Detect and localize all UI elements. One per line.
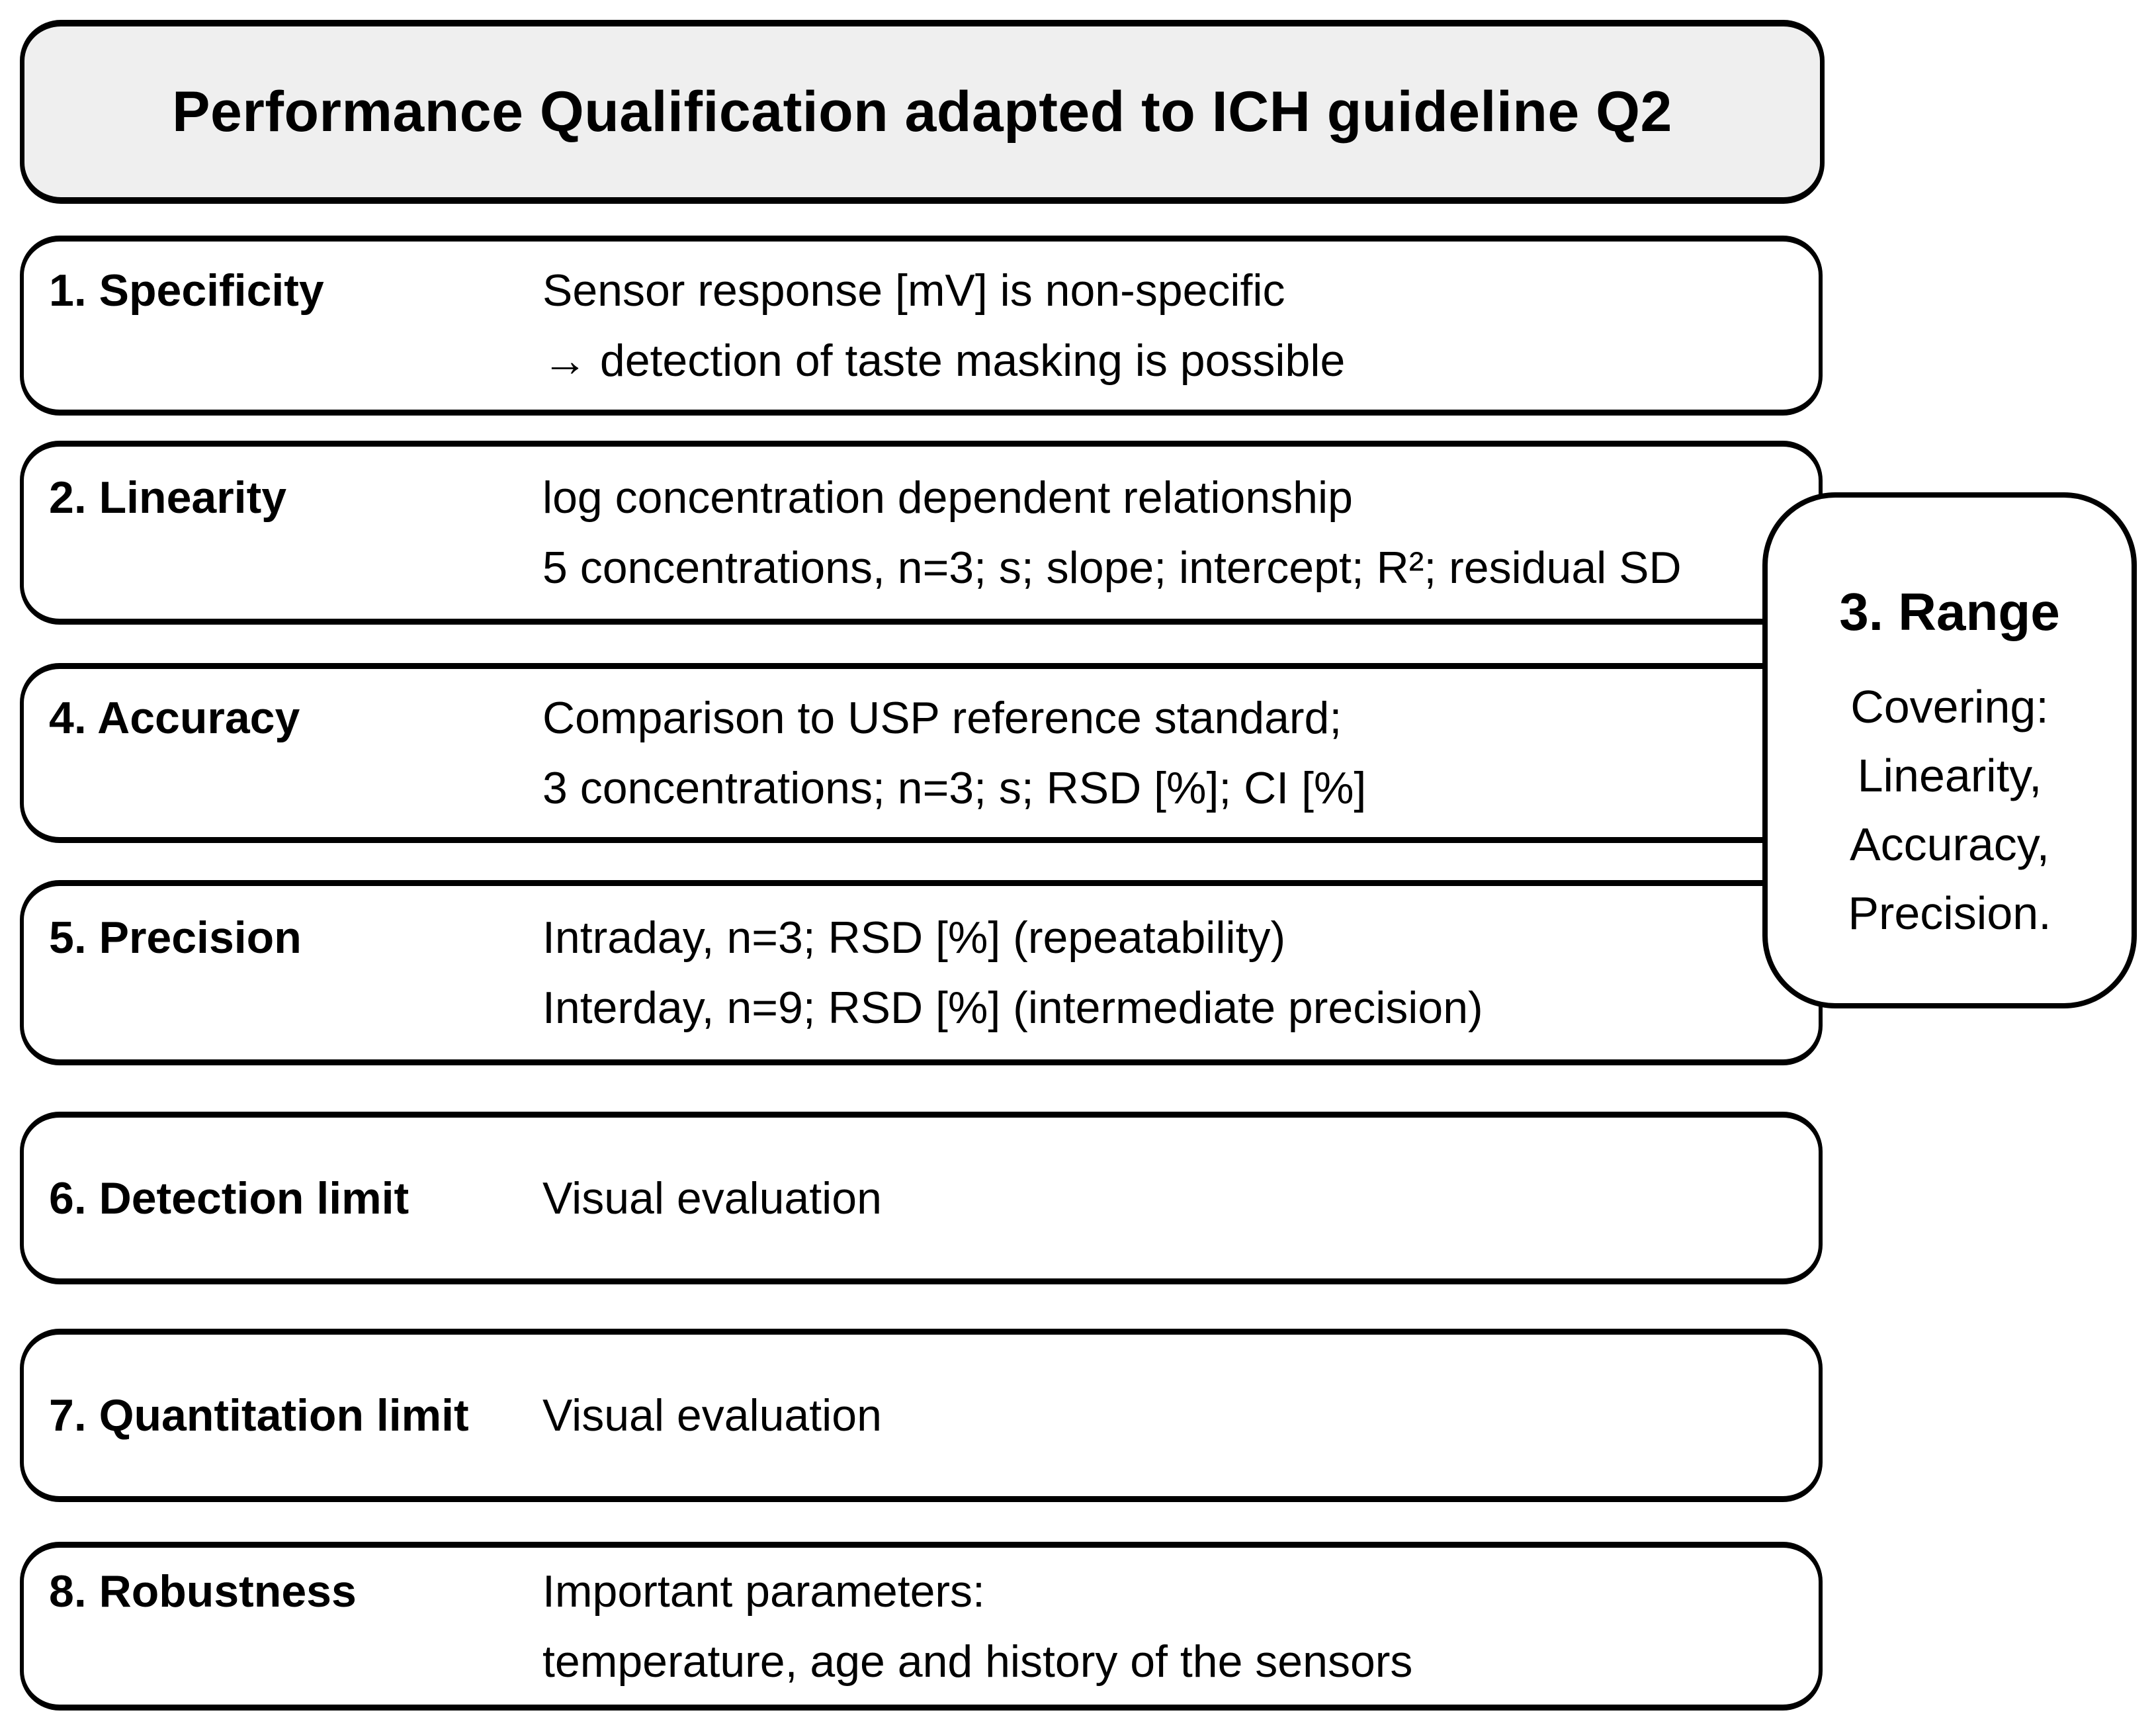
box-content: Important parameters: temperature, age a… <box>542 1556 1412 1697</box>
range-content: Covering: Linearity, Accuracy, Precision… <box>1768 672 2132 948</box>
box-content: log concentration dependent relationship… <box>542 463 1682 603</box>
box-label: 1. Specificity <box>49 265 324 316</box>
box-specificity: 1. Specificity Sensor response [mV] is n… <box>20 236 1823 416</box>
box-line-1: Intraday, n=3; RSD [%] (repeatability) <box>542 912 1286 963</box>
box-line-1: log concentration dependent relationship <box>542 472 1353 523</box>
box-line-1: Visual evaluation <box>542 1390 882 1441</box>
box-label: 2. Linearity <box>49 472 287 523</box>
title-box: Performance Qualification adapted to ICH… <box>20 20 1825 204</box>
box-label: 4. Accuracy <box>49 693 300 743</box>
box-quantitation-limit: 7. Quantitation limit Visual evaluation <box>20 1329 1823 1502</box>
range-line-4: Precision. <box>1848 887 2051 939</box>
box-line-2: 5 concentrations, n=3; s; slope; interce… <box>542 543 1682 593</box>
range-heading: 3. Range <box>1839 582 2060 641</box>
box-line-2: → detection of taste masking is possible <box>542 335 1346 386</box>
box-line-2: Interday, n=9; RSD [%] (intermediate pre… <box>542 983 1483 1033</box>
box-content: Visual evaluation <box>542 1380 882 1450</box>
box-robustness: 8. Robustness Important parameters: temp… <box>20 1542 1823 1711</box>
box-accuracy: 4. Accuracy Comparison to USP reference … <box>20 663 1823 843</box>
box-line-2: temperature, age and history of the sens… <box>542 1636 1413 1687</box>
box-linearity: 2. Linearity log concentration dependent… <box>20 441 1823 625</box>
box-line-2: 3 concentrations; n=3; s; RSD [%]; CI [%… <box>542 763 1367 813</box>
box-label: 8. Robustness <box>49 1566 357 1617</box>
range-line-2: Linearity, <box>1857 750 2042 801</box>
box-line-1: Important parameters: <box>542 1566 985 1617</box>
box-label: 7. Quantitation limit <box>49 1390 469 1441</box>
box-precision: 5. Precision Intraday, n=3; RSD [%] (rep… <box>20 880 1823 1065</box>
box-line-1: Visual evaluation <box>542 1173 882 1223</box>
box-content: Comparison to USP reference standard; 3 … <box>542 683 1366 823</box>
page-title: Performance Qualification adapted to ICH… <box>172 79 1672 144</box>
box-range: 3. Range Covering: Linearity, Accuracy, … <box>1762 492 2137 1008</box>
box-content: Intraday, n=3; RSD [%] (repeatability) I… <box>542 903 1483 1043</box>
box-line-1: Comparison to USP reference standard; <box>542 693 1342 743</box>
box-line-1: Sensor response [mV] is non-specific <box>542 265 1285 316</box>
range-line-3: Accuracy, <box>1849 819 2050 870</box>
box-label: 5. Precision <box>49 912 302 963</box>
box-content: Sensor response [mV] is non-specific → d… <box>542 255 1345 396</box>
box-label: 6. Detection limit <box>49 1173 410 1223</box>
range-line-1: Covering: <box>1850 681 2049 733</box>
box-detection-limit: 6. Detection limit Visual evaluation <box>20 1112 1823 1284</box>
box-content: Visual evaluation <box>542 1163 882 1233</box>
